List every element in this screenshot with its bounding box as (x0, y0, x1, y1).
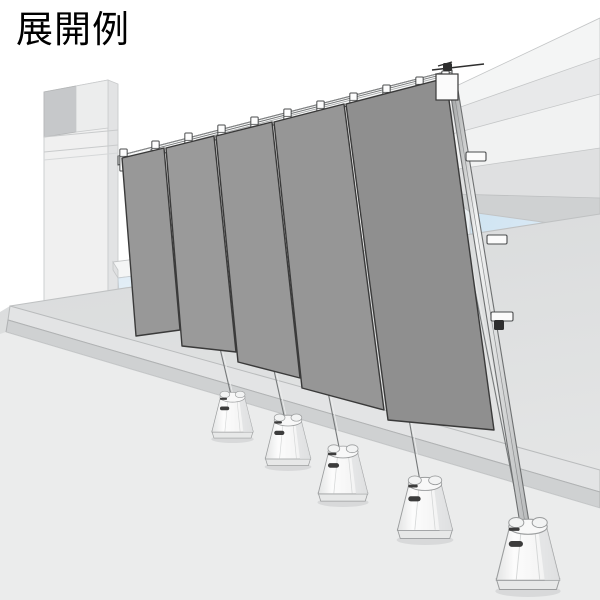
right-building-roof (451, 17, 600, 233)
pole-bracket (490, 311, 514, 322)
banner-panel (273, 103, 385, 411)
pole-bracket (486, 234, 508, 245)
banner-panel (165, 135, 237, 353)
top-cross-arm (431, 63, 485, 71)
banner-panel (121, 147, 181, 337)
banner-panel (215, 121, 301, 379)
pole-clamp (494, 320, 504, 330)
banner-panels-group (121, 77, 495, 431)
top-fitting (443, 63, 452, 71)
left-pillar-building (43, 79, 119, 313)
page-title: 展開例 (16, 8, 130, 51)
banner-panel (345, 77, 495, 431)
pole-bracket (465, 151, 487, 162)
